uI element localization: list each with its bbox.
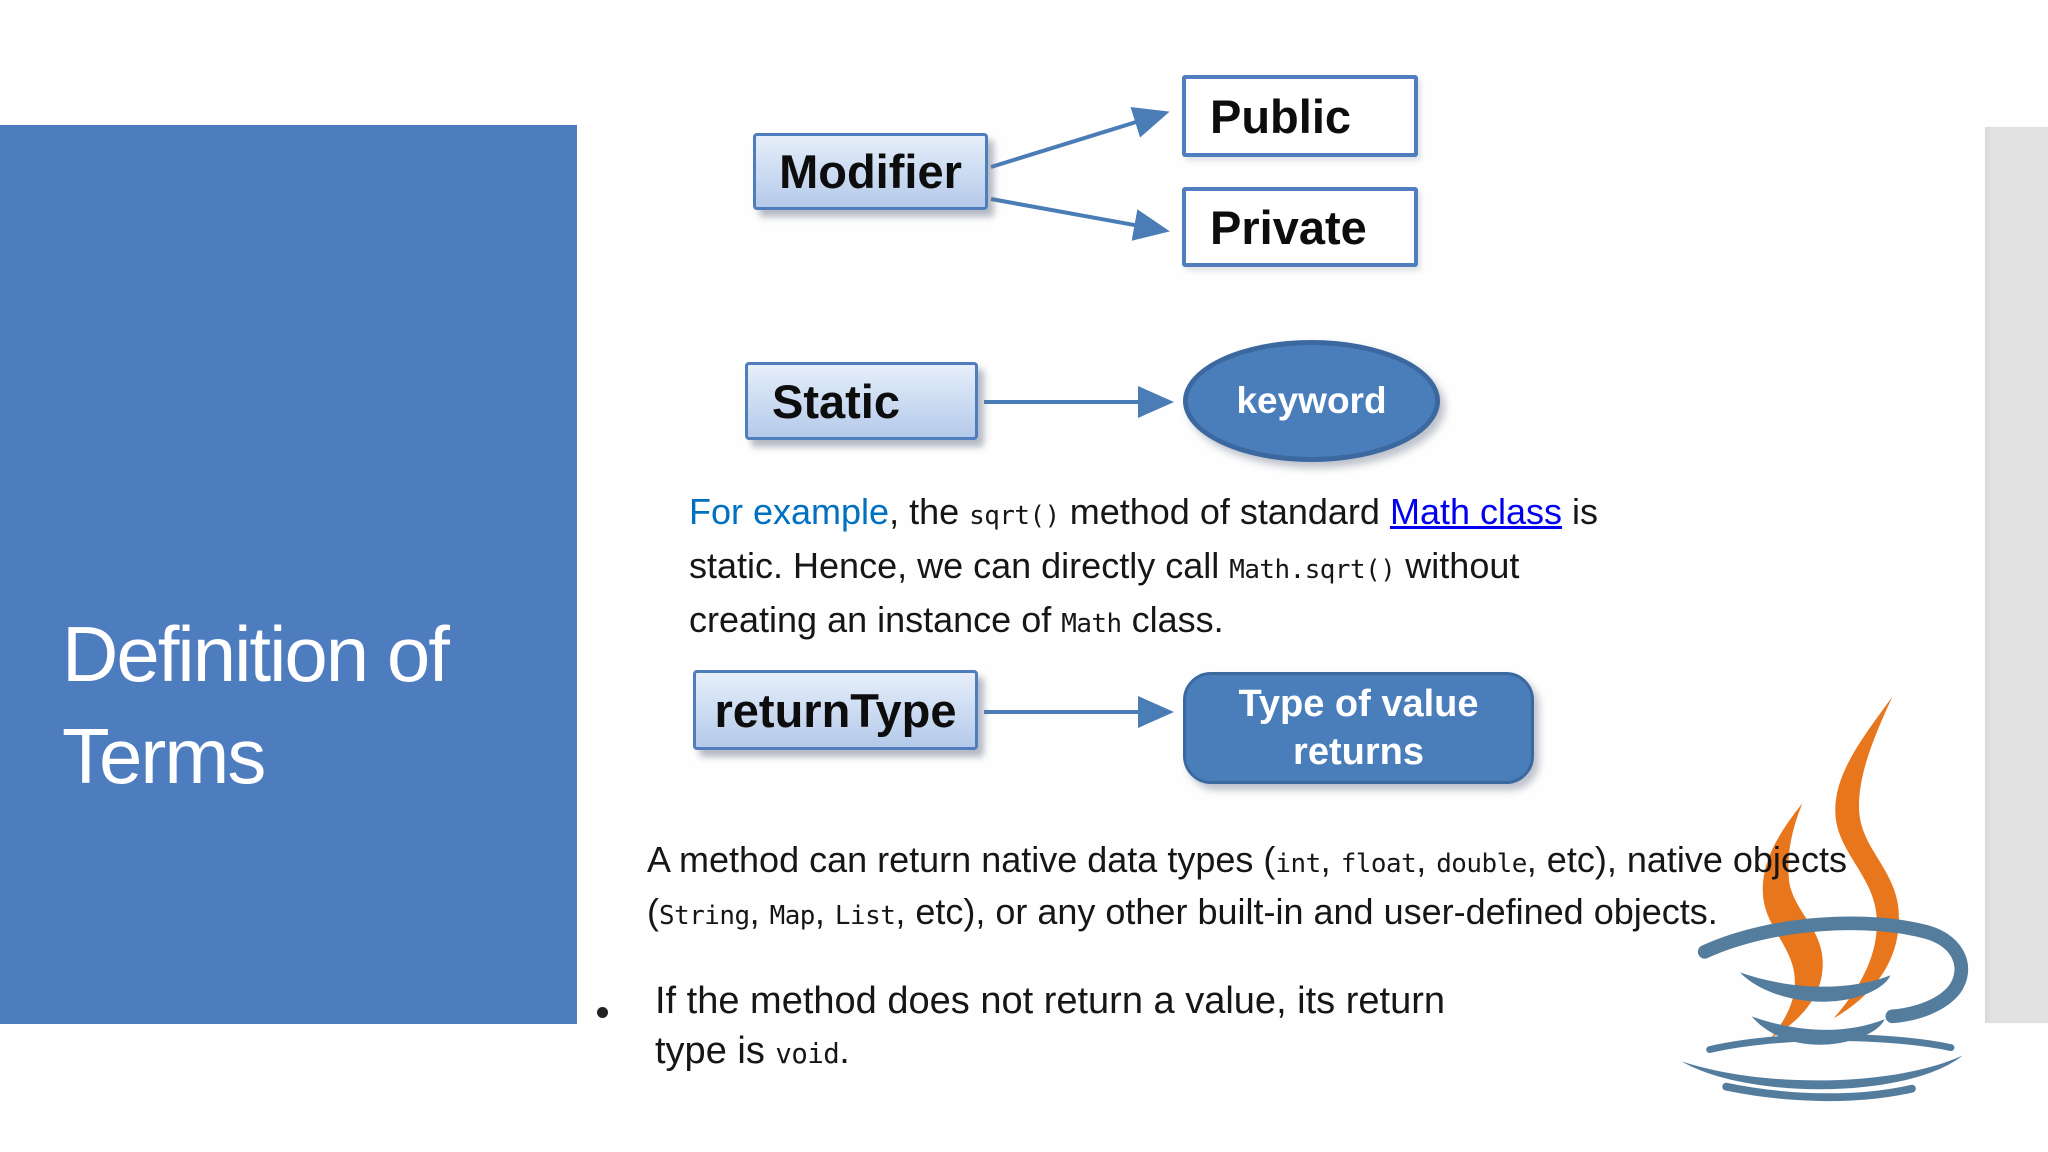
- java-cup-rim-handle: [1697, 916, 1969, 1024]
- bullet-marker: [597, 1007, 608, 1018]
- modifier-box: Modifier: [753, 133, 988, 210]
- text-run: is: [1562, 491, 1599, 532]
- private-box: Private: [1182, 187, 1418, 267]
- type-of-value-box: Type of value returns: [1183, 672, 1534, 784]
- returntype-label: returnType: [714, 683, 957, 737]
- text-run: without: [1395, 545, 1520, 586]
- arrow-modifier-to-public: [990, 107, 1170, 169]
- modifier-label: Modifier: [779, 145, 962, 198]
- text-run: If the method does not return a value, i…: [655, 980, 1446, 1022]
- page-title-line2: Terms: [62, 712, 266, 800]
- text-run: void: [775, 1039, 840, 1070]
- text-run: (: [647, 891, 659, 932]
- java-saucer-bottom: [1681, 1055, 1963, 1090]
- text-run: ,: [814, 891, 835, 932]
- type-of-value-line2: returns: [1293, 731, 1424, 773]
- keyword-label: keyword: [1236, 380, 1387, 421]
- page-title-line1: Definition of: [62, 610, 450, 698]
- text-run: class.: [1121, 599, 1224, 640]
- text-run: Math.sqrt(): [1229, 555, 1396, 585]
- text-run: ,: [749, 891, 770, 932]
- void-bullet-text: If the method does not return a value, i…: [655, 976, 1575, 1080]
- text-run: ,: [1320, 839, 1341, 880]
- text-run: Map: [769, 901, 816, 931]
- text-run: sqrt(): [969, 501, 1060, 531]
- static-label: Static: [772, 374, 900, 428]
- title-panel: Definition of Terms: [0, 125, 577, 1024]
- text-run: static. Hence, we can directly call: [689, 545, 1230, 586]
- text-run: List: [834, 901, 896, 931]
- text-run: Math: [1061, 609, 1122, 639]
- text-run: creating an instance of: [689, 599, 1062, 640]
- text-run: For example: [689, 491, 890, 532]
- text-run: type is: [655, 1030, 776, 1072]
- keyword-ellipse: keyword: [1183, 340, 1440, 462]
- java-saucer-base-line: [1722, 1082, 1916, 1102]
- private-label: Private: [1210, 200, 1367, 254]
- static-box: Static: [745, 362, 978, 440]
- java-saucer-top-line: [1706, 1034, 1955, 1053]
- text-run: , etc), native objects: [1526, 839, 1847, 880]
- returntype-box: returnType: [693, 670, 978, 750]
- text-run: method of standard: [1059, 491, 1390, 532]
- arrow-modifier-to-private: [990, 197, 1170, 241]
- text-run: , etc), or any other built-in and user-d…: [895, 891, 1718, 932]
- text-run: , the: [889, 491, 970, 532]
- java-logo-icon: [1681, 696, 1969, 1102]
- text-run: String: [659, 901, 750, 931]
- java-cup-swoosh-1: [1739, 972, 1891, 1002]
- text-run: .: [839, 1030, 850, 1072]
- page-title: Definition of Terms: [62, 603, 450, 807]
- type-of-value-line1: Type of value: [1238, 683, 1479, 725]
- java-flame-right: [1833, 696, 1899, 1019]
- return-types-paragraph: A method can return native data types (i…: [647, 836, 1937, 940]
- public-box: Public: [1182, 75, 1418, 157]
- text-run: int: [1275, 849, 1321, 879]
- text-run: double: [1436, 849, 1527, 879]
- text-run: ,: [1416, 839, 1437, 880]
- example-paragraph: For example, the sqrt() method of standa…: [689, 487, 1689, 649]
- math-class-link[interactable]: Math class: [1389, 491, 1563, 532]
- right-accent-strip: [1985, 127, 2048, 1023]
- text-run: float: [1340, 849, 1417, 879]
- public-label: Public: [1210, 89, 1352, 143]
- text-run: A method can return native data types (: [647, 839, 1276, 880]
